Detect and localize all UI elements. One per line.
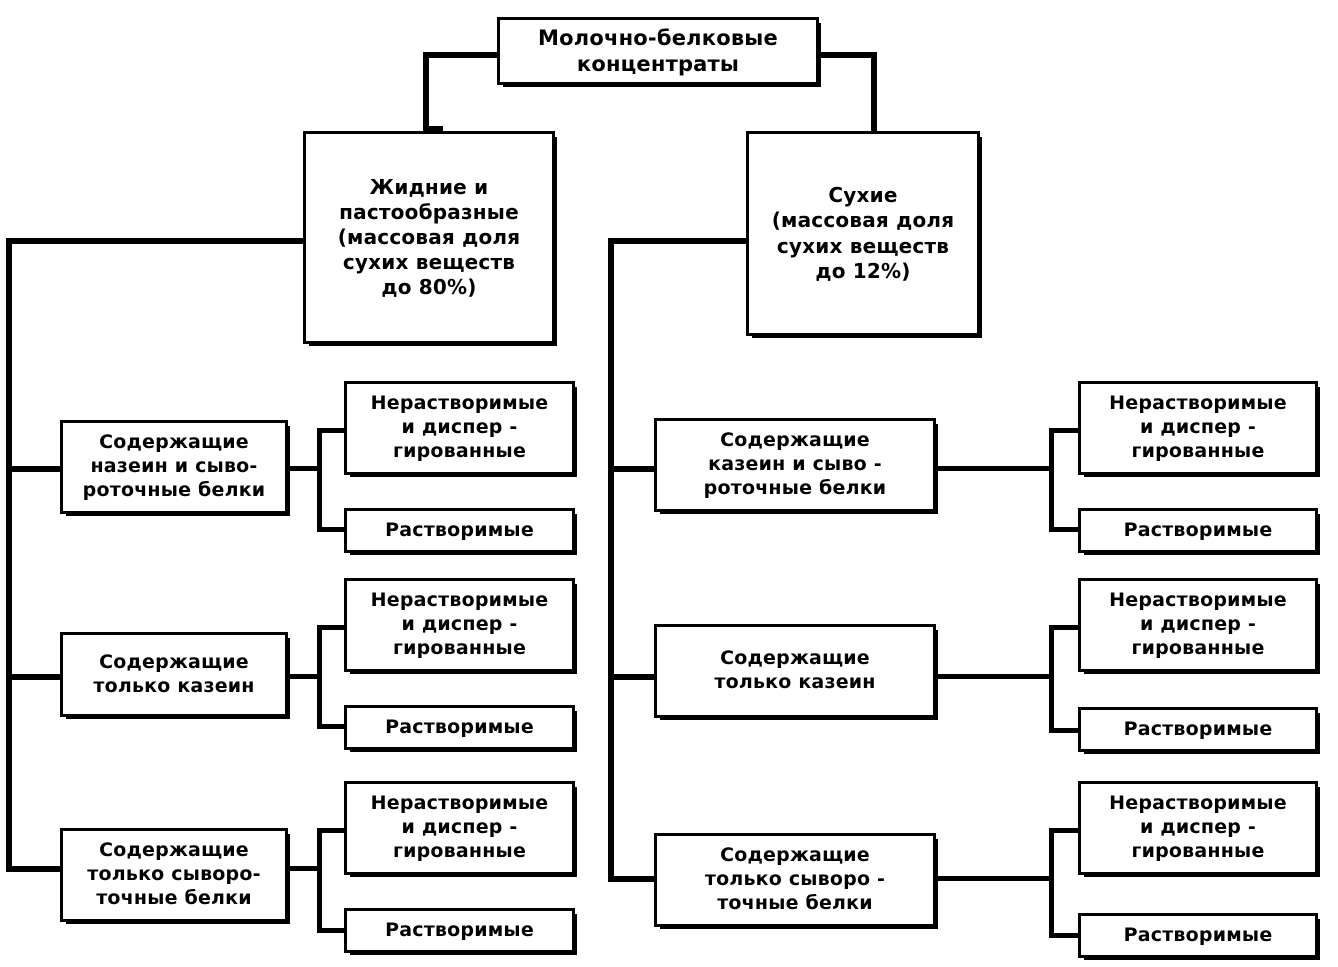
node-liquid-whey-only-soluble[interactable]: Растворимые xyxy=(344,908,577,955)
node-dry-whey-only-insoluble[interactable]: Нерастворимые и диспер - гированные xyxy=(1078,781,1320,877)
edge-liquid-trunk-to-group-1 xyxy=(6,466,64,472)
edge-dwo-out xyxy=(936,876,1054,881)
edge-dco-to-soluble xyxy=(1049,728,1081,733)
node-dry-casein-whey[interactable]: Содержащие казеин и сыво - роточные белк… xyxy=(654,418,938,514)
edge-dwo-to-insoluble xyxy=(1049,828,1081,833)
node-liquid-whey-only-soluble-label: Растворимые xyxy=(385,918,534,941)
node-liquid-casein-whey-soluble-label: Растворимые xyxy=(385,518,534,541)
node-liquid-casein-whey-insoluble-label: Нерастворимые и диспер - гированные xyxy=(370,392,549,462)
edge-dco-out xyxy=(936,674,1054,679)
node-root[interactable]: Молочно-белковые концентраты xyxy=(497,17,821,87)
edge-lwo-to-soluble xyxy=(317,928,347,933)
edge-dry-trunk-top xyxy=(608,238,750,244)
node-liquid-casein-only-insoluble[interactable]: Нерастворимые и диспер - гированные xyxy=(344,578,577,674)
node-dry-casein-only-insoluble[interactable]: Нерастворимые и диспер - гированные xyxy=(1078,578,1320,674)
edge-dry-trunk-to-group-2 xyxy=(608,674,658,680)
edge-dry-trunk-vertical xyxy=(608,238,614,880)
node-dry-whey-only-soluble[interactable]: Растворимые xyxy=(1078,913,1320,960)
node-liquid-branch-label: Жидние и пастообразные (массовая доля су… xyxy=(337,174,521,300)
node-liquid-casein-only[interactable]: Содержащие только казеин xyxy=(60,632,290,719)
node-liquid-casein-only-soluble[interactable]: Растворимые xyxy=(344,705,577,752)
edge-lwo-out xyxy=(288,866,322,871)
node-dry-casein-whey-soluble[interactable]: Растворимые xyxy=(1078,508,1320,555)
node-liquid-whey-only-insoluble[interactable]: Нерастворимые и диспер - гированные xyxy=(344,781,577,877)
edge-root-right-drop xyxy=(871,52,877,132)
node-dry-whey-only[interactable]: Содержащие только сыворо - точные белки xyxy=(654,833,938,929)
node-liquid-casein-only-label: Содержащие только казеин xyxy=(93,650,255,697)
node-liquid-casein-whey[interactable]: Содержащие назеин и сыво- роточные белки xyxy=(60,420,290,516)
node-dry-casein-only-soluble[interactable]: Растворимые xyxy=(1078,707,1320,754)
edge-dry-trunk-to-group-3 xyxy=(608,876,658,882)
node-liquid-casein-whey-soluble[interactable]: Растворимые xyxy=(344,508,577,555)
edge-liquid-trunk-vertical xyxy=(6,238,12,870)
node-liquid-whey-only-insoluble-label: Нерастворимые и диспер - гированные xyxy=(370,792,549,862)
edge-lco-to-soluble xyxy=(317,724,347,729)
node-liquid-casein-only-soluble-label: Растворимые xyxy=(385,715,534,738)
edge-lco-bracket xyxy=(317,625,322,729)
node-liquid-casein-whey-label: Содержащие назеин и сыво- роточные белки xyxy=(82,431,266,501)
edge-lcw-to-soluble xyxy=(317,527,347,532)
edge-dcw-bracket xyxy=(1049,428,1054,532)
edge-liquid-trunk-to-group-3 xyxy=(6,866,64,872)
node-dry-casein-whey-label: Содержащие казеин и сыво - роточные белк… xyxy=(703,429,887,499)
node-dry-branch-label: Сухие (массовая доля сухих веществ до 12… xyxy=(771,183,955,283)
edge-liquid-trunk-to-group-2 xyxy=(6,674,64,680)
node-dry-casein-only-insoluble-label: Нерастворимые и диспер - гированные xyxy=(1109,589,1287,659)
node-dry-casein-whey-soluble-label: Растворимые xyxy=(1123,518,1273,541)
node-dry-whey-only-label: Содержащие только сыворо - точные белки xyxy=(704,844,886,914)
edge-lco-out xyxy=(288,674,322,679)
node-liquid-branch[interactable]: Жидние и пастообразные (массовая доля су… xyxy=(303,131,557,346)
edge-root-right-stub xyxy=(815,52,877,58)
node-root-label: Молочно-белковые концентраты xyxy=(538,25,778,76)
edge-lcw-to-insoluble xyxy=(317,428,347,433)
edge-lwo-to-insoluble xyxy=(317,828,347,833)
node-liquid-whey-only[interactable]: Содержащие только сыворо- точные белки xyxy=(60,828,290,924)
edge-dcw-out xyxy=(936,466,1054,471)
node-liquid-casein-whey-insoluble[interactable]: Нерастворимые и диспер - гированные xyxy=(344,381,577,477)
node-liquid-casein-only-insoluble-label: Нерастворимые и диспер - гированные xyxy=(370,589,549,659)
node-dry-whey-only-soluble-label: Растворимые xyxy=(1123,923,1273,946)
edge-dcw-to-soluble xyxy=(1049,527,1081,532)
edge-root-left-drop xyxy=(423,52,429,132)
node-liquid-whey-only-label: Содержащие только сыворо- точные белки xyxy=(87,839,261,909)
edge-lwo-bracket xyxy=(317,828,322,933)
node-dry-casein-only-soluble-label: Растворимые xyxy=(1123,717,1273,740)
edge-dcw-to-insoluble xyxy=(1049,428,1081,433)
edge-root-left-into-liquid xyxy=(423,126,443,132)
edge-dco-bracket xyxy=(1049,625,1054,733)
edge-lcw-out xyxy=(288,466,322,471)
node-dry-casein-whey-insoluble[interactable]: Нерастворимые и диспер - гированные xyxy=(1078,381,1320,477)
edge-root-left-stub xyxy=(423,52,501,58)
node-dry-branch[interactable]: Сухие (массовая доля сухих веществ до 12… xyxy=(746,131,982,338)
edge-dco-to-insoluble xyxy=(1049,625,1081,630)
edge-dry-trunk-to-group-1 xyxy=(608,466,658,472)
edge-lcw-bracket xyxy=(317,428,322,532)
edge-lco-to-insoluble xyxy=(317,625,347,630)
node-dry-casein-whey-insoluble-label: Нерастворимые и диспер - гированные xyxy=(1109,392,1287,462)
edge-dwo-bracket xyxy=(1049,828,1054,938)
node-dry-whey-only-insoluble-label: Нерастворимые и диспер - гированные xyxy=(1109,792,1287,862)
edge-liquid-trunk-top xyxy=(6,238,306,244)
node-dry-casein-only-label: Содержащие только казеин xyxy=(714,647,876,693)
edge-dwo-to-soluble xyxy=(1049,933,1081,938)
node-dry-casein-only[interactable]: Содержащие только казеин xyxy=(654,624,938,720)
